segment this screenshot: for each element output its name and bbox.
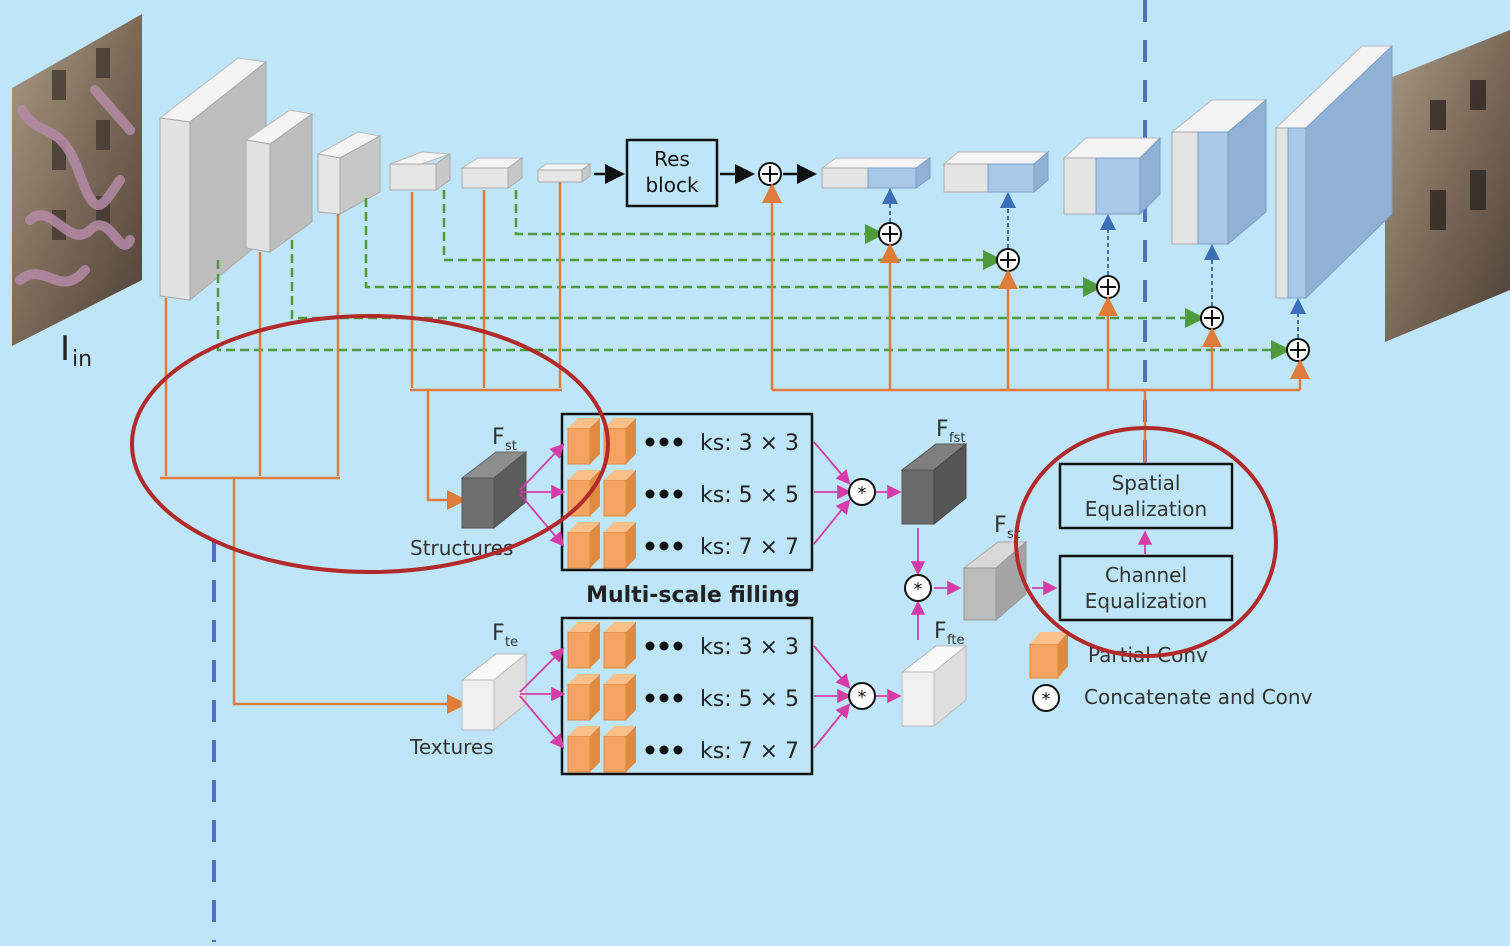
highlight-ellipse-left: [132, 316, 608, 572]
svg-text:block: block: [645, 173, 698, 197]
multiscale-title: Multi-scale filling: [586, 583, 800, 608]
concat-node-fusion: *: [905, 575, 931, 601]
decoder-block-1: [822, 158, 930, 188]
encoder-block-5: [462, 158, 522, 188]
channel-equalization-box: Channel Equalization: [1060, 556, 1232, 620]
legend-concat-conv: Concatenate and Conv: [1084, 685, 1313, 709]
decoder-block-3: [1064, 138, 1160, 214]
concat-legend-icon: *: [1033, 685, 1059, 711]
f-fte-label: F: [934, 619, 947, 644]
decoder-block-2: [944, 152, 1048, 192]
f-fst-label: F: [936, 417, 949, 442]
res-block: Res block: [627, 140, 717, 206]
textures-label: Textures: [409, 735, 494, 759]
fst-feature-cube: [902, 444, 966, 524]
decoder-block-4: [1172, 100, 1266, 244]
concat-node-structure: *: [849, 479, 875, 505]
svg-text:ks: 7 × 7: ks: 7 × 7: [700, 739, 799, 764]
f-sc-label: F: [994, 513, 1007, 538]
f-te-subscript: te: [505, 635, 518, 650]
svg-text:Equalization: Equalization: [1085, 497, 1207, 521]
svg-text:ks: 5 × 5: ks: 5 × 5: [700, 483, 799, 508]
f-st-subscript: st: [505, 439, 517, 454]
partial-conv-pair: [568, 418, 636, 464]
partial-conv-pair: [568, 522, 636, 568]
partial-conv-pair: [568, 726, 636, 772]
sum-node-bottleneck: [759, 163, 781, 185]
input-label-subscript: in: [72, 347, 92, 372]
svg-text:*: *: [858, 483, 867, 504]
spatial-equalization-box: Spatial Equalization: [1060, 464, 1232, 528]
svg-text:Spatial: Spatial: [1112, 471, 1181, 495]
input-label: I: [60, 329, 70, 369]
texture-feature-cube: [462, 654, 526, 730]
input-image: [12, 14, 142, 346]
multiscale-rows-structure: ks: 3 × 3 ks: 5 × 5 ks: 7 × 7: [568, 418, 799, 568]
structure-feature-cube: [462, 452, 526, 528]
svg-text:Equalization: Equalization: [1085, 589, 1207, 613]
skip-sum-nodes: [879, 223, 1309, 361]
output-image: [1385, 30, 1510, 342]
svg-text:Channel: Channel: [1105, 563, 1187, 587]
fte-feature-cube: [902, 646, 966, 726]
partial-conv-pair: [568, 622, 636, 668]
svg-text:*: *: [914, 579, 923, 600]
structures-label: Structures: [410, 536, 513, 560]
svg-text:ks: 5 × 5: ks: 5 × 5: [700, 687, 799, 712]
encoder-block-6: [538, 164, 590, 182]
svg-text:*: *: [1042, 689, 1051, 710]
svg-text:Res: Res: [654, 147, 690, 171]
partial-conv-legend-icon: [1030, 632, 1068, 678]
f-sc-subscript: sc: [1007, 527, 1021, 542]
svg-text:ks: 3 × 3: ks: 3 × 3: [700, 431, 799, 456]
svg-text:ks: 7 × 7: ks: 7 × 7: [700, 535, 799, 560]
multiscale-rows-texture: ks: 3 × 3 ks: 5 × 5 ks: 7 × 7: [568, 622, 799, 772]
f-fst-subscript: fst: [949, 431, 965, 446]
encoder-block-4: [390, 152, 450, 190]
encoder-block-3: [318, 132, 380, 214]
concat-node-texture: *: [849, 683, 875, 709]
f-te-label: F: [492, 621, 505, 646]
svg-text:ks: 3 × 3: ks: 3 × 3: [700, 635, 799, 660]
f-fte-subscript: fte: [947, 633, 964, 648]
svg-text:*: *: [858, 687, 867, 708]
partial-conv-pair: [568, 674, 636, 720]
f-st-label: F: [492, 425, 505, 450]
decoder-block-5: [1276, 46, 1392, 298]
legend: Partial Conv * Concatenate and Conv: [1030, 632, 1313, 711]
